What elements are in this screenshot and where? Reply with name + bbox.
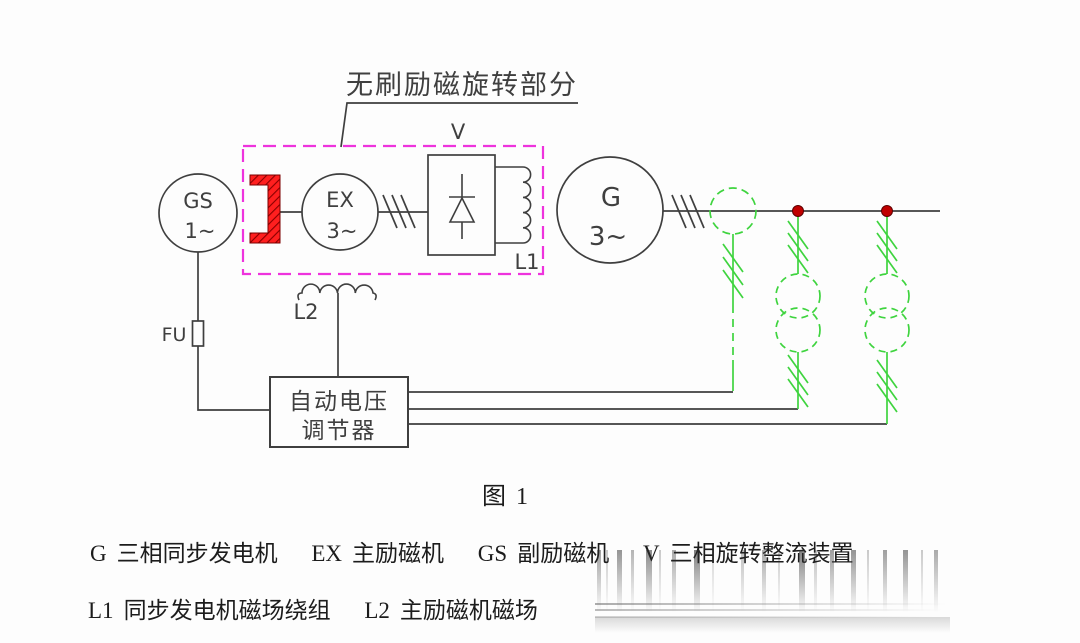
gs-phase-label: 1~: [185, 219, 216, 243]
l2-label: L2: [293, 300, 318, 324]
rectifier-label: V: [451, 120, 466, 144]
main-generator-symbol: [556, 156, 664, 264]
l1-label: L1: [514, 250, 539, 274]
pt1-symbol: [775, 273, 821, 319]
magnet-bracket-icon: [249, 174, 281, 244]
junction-dot-2: [881, 205, 893, 217]
phase-slash-marks-ex: [382, 194, 416, 229]
legend-desc: 主励磁机磁场: [399, 598, 538, 623]
avr-label-line1: 自动电压: [289, 389, 389, 415]
legend-item: EX 主励磁机: [311, 541, 444, 566]
gs-to-avr-wire: [197, 252, 270, 411]
legend-desc: 三相同步发电机: [116, 541, 278, 566]
title-leader-line: [340, 102, 578, 148]
avr-sensing-wires: [408, 391, 887, 425]
legend-symbol: GS: [477, 541, 508, 566]
fuse-label: FU: [162, 324, 187, 346]
ex-label: EX: [326, 188, 354, 212]
legend-symbol: L1: [88, 598, 114, 623]
l1-winding-icon: [495, 166, 532, 244]
g-phase-label: 3~: [589, 222, 627, 252]
pt2-symbol: [864, 273, 910, 319]
legend-item: V 三相旋转整流装置: [643, 541, 854, 566]
legend-item: GS 副励磁机: [478, 541, 609, 566]
gs-label: GS: [183, 189, 213, 213]
ex-main-exciter-symbol: [301, 173, 379, 251]
legend-line-1: G 三相同步发电机 EX 主励磁机 GS 副励磁机 V 三相旋转整流装置: [90, 534, 882, 568]
junction-dot-1: [792, 205, 804, 217]
figure-caption: 图 1: [482, 484, 530, 510]
instrument-circuits: [709, 187, 910, 424]
rotating-section-boundary: [241, 144, 545, 276]
diagram-title: 无刷励磁旋转部分: [346, 70, 578, 101]
pt1-symbol-lower: [775, 307, 821, 353]
avr-label-line2: 调节器: [302, 418, 377, 444]
legend-symbol: G: [90, 541, 107, 566]
diode-icon: [448, 174, 476, 239]
legend-desc: 主励磁机: [352, 541, 445, 566]
legend-desc: 三相旋转整流装置: [669, 541, 854, 566]
legend-item: L2 主励磁机磁场: [364, 598, 538, 623]
rectifier-box: [427, 154, 496, 256]
legend-item: G 三相同步发电机: [90, 541, 278, 566]
avr-box: [269, 376, 409, 448]
gs-pilot-exciter-symbol: [158, 173, 238, 253]
green-slash-marks: [722, 220, 898, 413]
legend-item: L1 同步发电机磁场绕组: [88, 598, 331, 623]
pt2-symbol-lower: [864, 307, 910, 353]
legend-symbol: L2: [364, 598, 390, 623]
legend-line-2: L1 同步发电机磁场绕组 L2 主励磁机磁场: [88, 591, 566, 625]
legend-desc: 同步发电机磁场绕组: [123, 598, 331, 623]
legend-symbol: V: [642, 541, 660, 566]
phase-slash-marks-g: [671, 194, 705, 229]
g-label: G: [601, 183, 621, 213]
legend-desc: 副励磁机: [517, 541, 610, 566]
legend-symbol: EX: [311, 541, 343, 566]
fuse-icon: [191, 320, 205, 347]
wires: [197, 102, 940, 425]
ct-symbol: [709, 187, 757, 235]
ex-phase-label: 3~: [327, 219, 358, 243]
l2-winding-icon: [297, 283, 377, 301]
